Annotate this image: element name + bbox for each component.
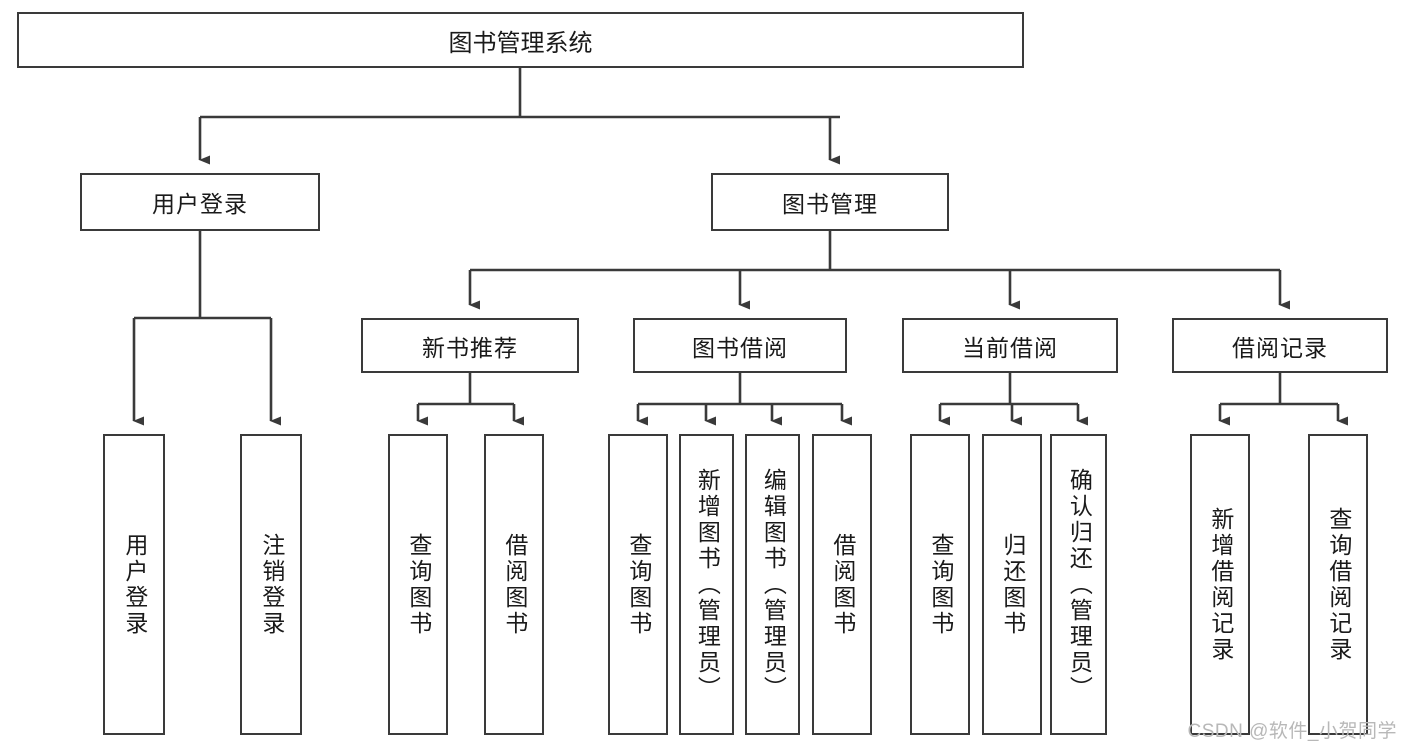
node-leaf-query-book-1-label: 查询图书	[405, 532, 432, 637]
node-leaf-add-book-admin-label: 新增图书（管理员）	[694, 467, 721, 702]
node-leaf-query-borrow-record-label: 查询借阅记录	[1325, 506, 1352, 663]
node-current-borrow-label: 当前借阅	[962, 334, 1058, 361]
node-leaf-user-logout-label: 注销登录	[258, 532, 285, 637]
node-current-borrow[interactable]: 当前借阅	[902, 318, 1118, 373]
node-leaf-borrow-book-2[interactable]: 借阅图书	[812, 434, 872, 735]
node-leaf-return-book-label: 归还图书	[999, 532, 1026, 637]
node-leaf-query-borrow-record[interactable]: 查询借阅记录	[1308, 434, 1368, 735]
node-leaf-add-borrow-record[interactable]: 新增借阅记录	[1190, 434, 1250, 735]
watermark-text: CSDN @软件_小贺同学	[1187, 721, 1397, 742]
node-borrow-record[interactable]: 借阅记录	[1172, 318, 1388, 373]
node-new-book-recommend-label: 新书推荐	[422, 334, 518, 361]
node-borrow-record-label: 借阅记录	[1232, 334, 1328, 361]
node-leaf-add-borrow-record-label: 新增借阅记录	[1207, 506, 1234, 663]
node-leaf-borrow-book-2-label: 借阅图书	[829, 532, 856, 637]
node-leaf-edit-book-admin-label: 编辑图书（管理员）	[760, 467, 787, 702]
node-leaf-query-book-3[interactable]: 查询图书	[910, 434, 970, 735]
node-book-borrow[interactable]: 图书借阅	[633, 318, 847, 373]
node-leaf-user-login-label: 用户登录	[121, 532, 148, 637]
node-book-borrow-label: 图书借阅	[692, 334, 788, 361]
node-leaf-query-book-2[interactable]: 查询图书	[608, 434, 668, 735]
node-root-label: 图书管理系统	[448, 29, 593, 57]
node-root[interactable]: 图书管理系统	[17, 12, 1024, 68]
node-user-login[interactable]: 用户登录	[80, 173, 320, 231]
node-new-book-recommend[interactable]: 新书推荐	[361, 318, 579, 373]
node-book-management-label: 图书管理	[782, 191, 878, 217]
node-leaf-user-login[interactable]: 用户登录	[103, 434, 165, 735]
node-leaf-edit-book-admin[interactable]: 编辑图书（管理员）	[745, 434, 800, 735]
node-leaf-borrow-book-1[interactable]: 借阅图书	[484, 434, 544, 735]
node-leaf-confirm-return-admin-label: 确认归还（管理员）	[1066, 467, 1093, 702]
node-leaf-borrow-book-1-label: 借阅图书	[501, 532, 528, 637]
node-leaf-query-book-3-label: 查询图书	[927, 532, 954, 637]
node-book-management[interactable]: 图书管理	[711, 173, 949, 231]
node-leaf-query-book-2-label: 查询图书	[625, 532, 652, 637]
node-leaf-user-logout[interactable]: 注销登录	[240, 434, 302, 735]
node-user-login-label: 用户登录	[152, 191, 248, 217]
node-leaf-add-book-admin[interactable]: 新增图书（管理员）	[679, 434, 734, 735]
node-leaf-query-book-1[interactable]: 查询图书	[388, 434, 448, 735]
node-leaf-return-book[interactable]: 归还图书	[982, 434, 1042, 735]
node-leaf-confirm-return-admin[interactable]: 确认归还（管理员）	[1050, 434, 1107, 735]
